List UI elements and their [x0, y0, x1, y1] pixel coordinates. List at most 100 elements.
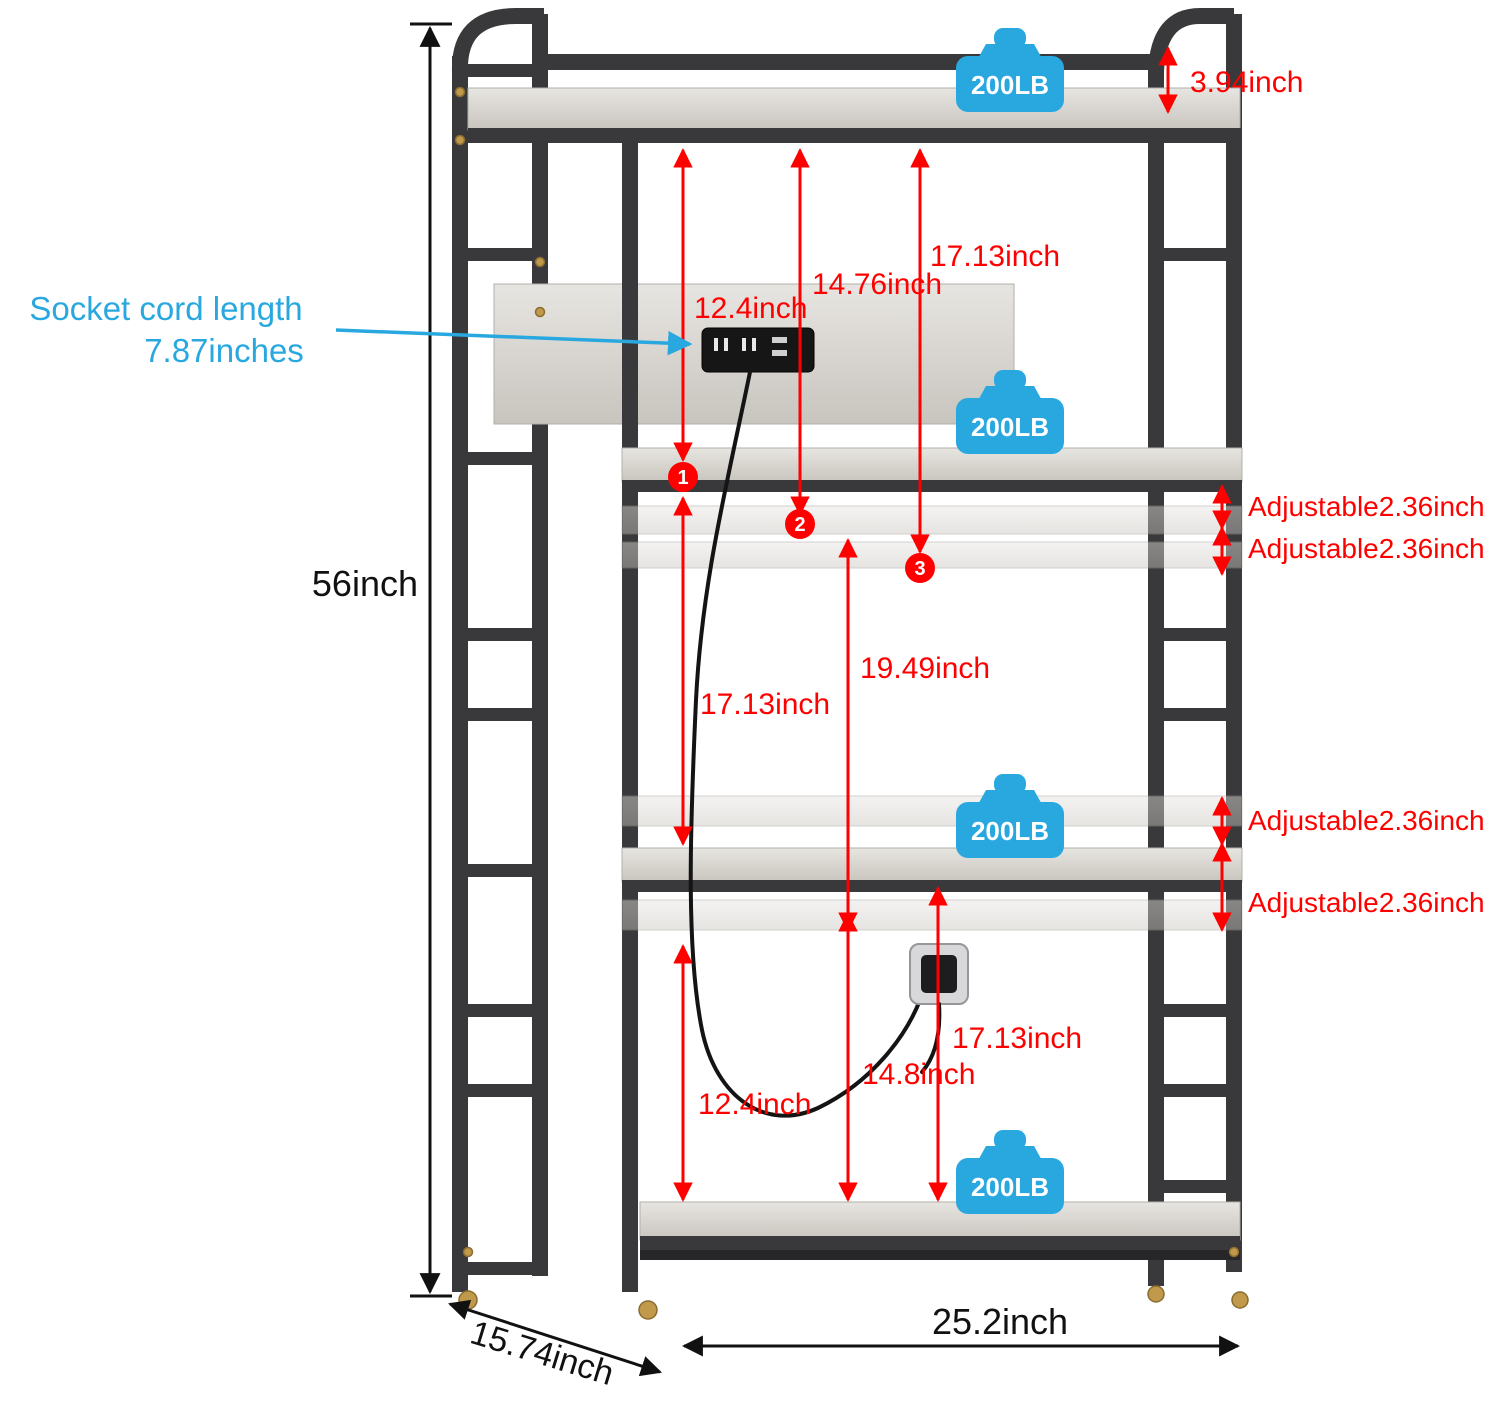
- load-badge-2-label: 200LB: [971, 412, 1049, 442]
- shelf-3-rail: [622, 880, 1242, 892]
- weight-icon: [994, 28, 1026, 48]
- tier1-label-1: 12.4inch: [694, 292, 807, 325]
- socket-callout-arrow: [335, 328, 693, 356]
- adjustable-label-1: Adjustable2.36inch: [1248, 491, 1485, 522]
- bottom-label-2: 14.8inch: [862, 1058, 975, 1091]
- screw-icon: [534, 306, 546, 318]
- base-rail: [640, 1250, 1240, 1260]
- weight-icon: [956, 802, 1064, 858]
- width-label: 25.2inch: [932, 1301, 1068, 1342]
- screw-icon: [462, 1246, 474, 1258]
- load-badge-3-label: 200LB: [971, 816, 1049, 846]
- mid-label-right: 19.49inch: [860, 652, 990, 685]
- weight-icon: [994, 370, 1026, 390]
- load-badge-4-label: 200LB: [971, 1172, 1049, 1202]
- frame-arch: [451, 8, 544, 73]
- weight-icon: [956, 56, 1064, 112]
- frame-post: [1148, 56, 1164, 1286]
- ladder-rung: [468, 1262, 532, 1275]
- depth-arrow: [448, 1299, 662, 1377]
- top-rail: [544, 54, 1156, 70]
- left-ladder: [451, 8, 548, 1292]
- socket-callout: Socket cord length 7.87inches: [29, 290, 693, 369]
- power-strip: [701, 327, 815, 373]
- socket-callout-line1: Socket cord length: [29, 290, 302, 327]
- ladder-rung: [1164, 628, 1226, 641]
- load-badge-1-label: 200LB: [971, 70, 1049, 100]
- marker-3-label: 3: [914, 558, 925, 580]
- ladder-rung: [1164, 1004, 1226, 1017]
- ladder-rung: [1164, 248, 1226, 261]
- tier1-label-2: 14.76inch: [812, 268, 942, 301]
- bottom-label-1: 12.4inch: [698, 1088, 811, 1121]
- adjustable-label-2: Adjustable2.36inch: [1248, 533, 1485, 564]
- ladder-rung: [468, 64, 532, 77]
- bottom-label-3: 17.13inch: [952, 1022, 1082, 1055]
- ghost-shelf: [621, 899, 1243, 931]
- top-shelf-rail: [468, 128, 1242, 143]
- foot: [1231, 1291, 1249, 1309]
- shelf-frame: [451, 8, 1249, 1320]
- ladder-rung: [1164, 1180, 1226, 1193]
- load-badge-2: 200LB: [956, 370, 1064, 454]
- frame-post: [532, 14, 548, 1276]
- width-dimension: 25.2inch: [681, 1301, 1241, 1357]
- marker-1-label: 1: [677, 467, 688, 489]
- marker-badge-2: 2: [785, 509, 815, 539]
- top-gap-dimension: 3.94inch: [1158, 46, 1303, 114]
- usb-port-icon: [772, 337, 787, 343]
- bottom-shelf-rail: [640, 1236, 1240, 1250]
- marker-2-label: 2: [794, 514, 805, 536]
- mid-label-left: 17.13inch: [700, 688, 830, 721]
- foot: [638, 1300, 658, 1320]
- bottom-shelf: [639, 1201, 1241, 1241]
- shelf-2: [621, 447, 1243, 483]
- mid-dimensions: 17.13inch 19.49inch: [673, 496, 990, 932]
- right-ladder: [1148, 8, 1242, 1286]
- frame-arch: [1148, 8, 1234, 73]
- ladder-rung: [468, 864, 532, 877]
- frame-post: [622, 128, 638, 1292]
- screw-icon: [454, 86, 466, 98]
- top-gap-label: 3.94inch: [1190, 66, 1303, 99]
- depth-dimension: 15.74inch: [448, 1299, 662, 1393]
- marker-badge-3: 3: [905, 553, 935, 583]
- height-label: 56inch: [312, 563, 418, 604]
- screw-icon: [1228, 1246, 1240, 1258]
- foot: [1147, 1285, 1165, 1303]
- ladder-rung: [468, 1004, 532, 1017]
- weight-icon: [956, 398, 1064, 454]
- adjustable-dimensions: Adjustable2.36inch Adjustable2.36inch Ad…: [1212, 484, 1485, 932]
- top-shelf: [467, 87, 1241, 131]
- weight-icon: [994, 774, 1026, 794]
- screw-icon: [454, 134, 466, 146]
- ladder-rung: [468, 708, 532, 721]
- weight-icon: [994, 1130, 1026, 1150]
- ladder-rung: [468, 248, 532, 261]
- adjustable-label-3: Adjustable2.36inch: [1248, 805, 1485, 836]
- frame-post: [1226, 14, 1242, 1272]
- ladder-rung: [1164, 1084, 1226, 1097]
- ladder-rung: [468, 1084, 532, 1097]
- tier1-label-3: 17.13inch: [930, 240, 1060, 273]
- load-badge-3: 200LB: [956, 774, 1064, 858]
- screw-icon: [534, 256, 546, 268]
- weight-icon: [956, 1158, 1064, 1214]
- bottom-dimensions: 12.4inch 14.8inch 17.13inch: [673, 886, 1082, 1202]
- marker-badge-1: 1: [668, 462, 698, 492]
- tier1-dimensions: 12.4inch 14.76inch 17.13inch 1 2 3: [668, 148, 1060, 583]
- ghost-shelf: [621, 505, 1243, 535]
- shelf-2-rail: [622, 480, 1242, 492]
- ladder-rung: [468, 628, 532, 641]
- load-badge-4: 200LB: [956, 1130, 1064, 1214]
- socket-callout-line2: 7.87inches: [144, 332, 304, 369]
- ghost-shelf: [621, 795, 1243, 827]
- ladder-rung: [468, 452, 532, 465]
- load-badge-1: 200LB: [956, 28, 1064, 112]
- adjustable-label-4: Adjustable2.36inch: [1248, 887, 1485, 918]
- ladder-rung: [1164, 708, 1226, 721]
- depth-label: 15.74inch: [466, 1314, 618, 1393]
- shelf-3: [621, 847, 1243, 883]
